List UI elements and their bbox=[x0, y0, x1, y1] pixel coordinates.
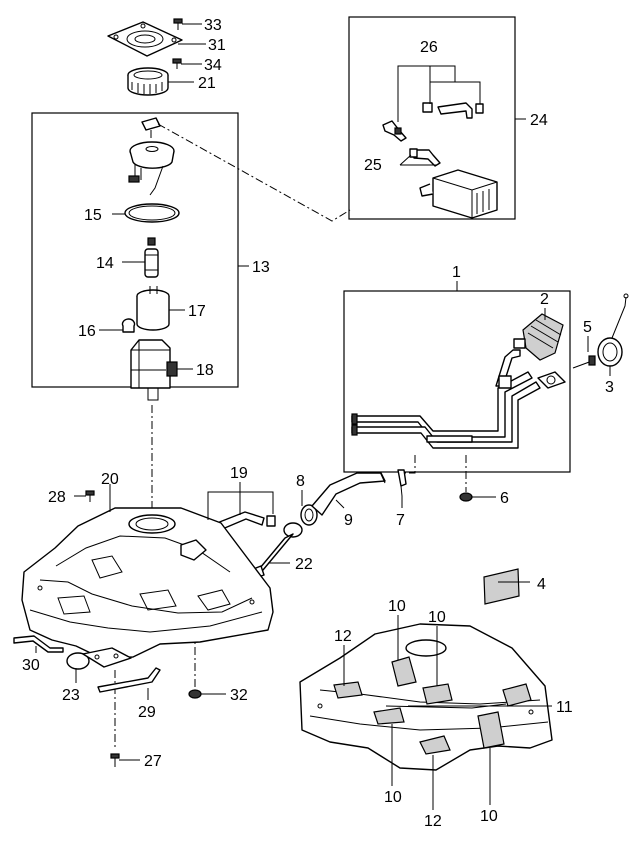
callout-17: 17 bbox=[188, 303, 206, 320]
filler-to-tank-axis bbox=[404, 455, 416, 474]
callout-25: 25 bbox=[364, 157, 382, 174]
ring-nut bbox=[127, 67, 169, 96]
hose-clamp-8 bbox=[300, 504, 318, 526]
callout-10-b: 10 bbox=[428, 609, 446, 626]
filler-housing-gasket bbox=[537, 371, 566, 389]
callout-15: 15 bbox=[84, 207, 102, 224]
callout-13: 13 bbox=[252, 259, 270, 276]
callout-10-a: 10 bbox=[388, 598, 406, 615]
callout-3: 3 bbox=[605, 379, 614, 396]
callout-21: 21 bbox=[198, 75, 216, 92]
fuel-filter bbox=[136, 286, 170, 331]
nut-6 bbox=[459, 492, 473, 502]
callout-12-b: 12 bbox=[424, 813, 442, 830]
filler-hose-9 bbox=[311, 471, 386, 516]
callout-14: 14 bbox=[96, 255, 114, 272]
pump-clip bbox=[121, 318, 136, 333]
callout-7: 7 bbox=[396, 512, 405, 529]
callout-33: 33 bbox=[204, 17, 222, 34]
callout-27: 27 bbox=[144, 753, 162, 770]
fuel-filler-cap bbox=[597, 293, 629, 367]
tank-strap-29 bbox=[97, 667, 161, 693]
callout-4: 4 bbox=[537, 576, 546, 593]
tank-bracket bbox=[82, 647, 132, 668]
callout-28: 28 bbox=[48, 489, 66, 506]
clip-7 bbox=[397, 469, 407, 497]
screw-27 bbox=[110, 753, 120, 767]
callout-labels: 33 31 34 21 13 15 14 17 16 18 26 25 24 1… bbox=[22, 17, 614, 830]
fuel-tank bbox=[21, 507, 274, 659]
callout-26: 26 bbox=[420, 39, 438, 56]
fuel-pump-motor bbox=[144, 237, 159, 278]
caution-label bbox=[483, 568, 520, 605]
tank-pad-23 bbox=[66, 652, 90, 670]
callout-2: 2 bbox=[540, 291, 549, 308]
callout-6: 6 bbox=[500, 490, 509, 507]
callout-9: 9 bbox=[344, 512, 353, 529]
leader-lines bbox=[35, 23, 611, 810]
bolt-28 bbox=[85, 490, 95, 502]
callout-30: 30 bbox=[22, 657, 40, 674]
callout-34: 34 bbox=[204, 57, 222, 74]
screw-34 bbox=[172, 58, 182, 69]
pump-reservoir bbox=[130, 339, 178, 401]
callout-20: 20 bbox=[101, 471, 119, 488]
callout-24: 24 bbox=[530, 112, 548, 129]
callout-16: 16 bbox=[78, 323, 96, 340]
callout-5: 5 bbox=[583, 319, 592, 336]
charcoal-canister bbox=[419, 169, 498, 219]
callout-29: 29 bbox=[138, 704, 156, 721]
callout-10-d: 10 bbox=[480, 808, 498, 825]
canister-group-frame bbox=[348, 16, 516, 220]
callout-18: 18 bbox=[196, 362, 214, 379]
callout-10-c: 10 bbox=[384, 789, 402, 806]
tank-strap-30 bbox=[13, 635, 64, 653]
filler-bolt bbox=[572, 355, 596, 369]
callout-11: 11 bbox=[556, 699, 573, 716]
canister-hoses bbox=[382, 102, 484, 167]
o-ring-gasket bbox=[124, 203, 180, 223]
fuel-pump-flange bbox=[128, 117, 175, 196]
callout-23: 23 bbox=[62, 687, 80, 704]
callout-19: 19 bbox=[230, 465, 248, 482]
vapor-line-connector bbox=[157, 123, 351, 222]
filler-neck-pipe bbox=[351, 371, 541, 449]
callout-8: 8 bbox=[296, 473, 305, 490]
filler-bracket bbox=[513, 313, 564, 361]
callout-32: 32 bbox=[230, 687, 248, 704]
callout-22: 22 bbox=[295, 556, 313, 573]
pump-cover-plate bbox=[107, 21, 183, 57]
nut-32 bbox=[188, 689, 202, 699]
callout-12-a: 12 bbox=[334, 628, 352, 645]
callout-31: 31 bbox=[208, 37, 226, 54]
fuel-tank-protector-view bbox=[299, 623, 553, 771]
filler-hose-small bbox=[495, 349, 521, 389]
callout-1: 1 bbox=[452, 264, 461, 281]
screw-33 bbox=[173, 18, 183, 30]
